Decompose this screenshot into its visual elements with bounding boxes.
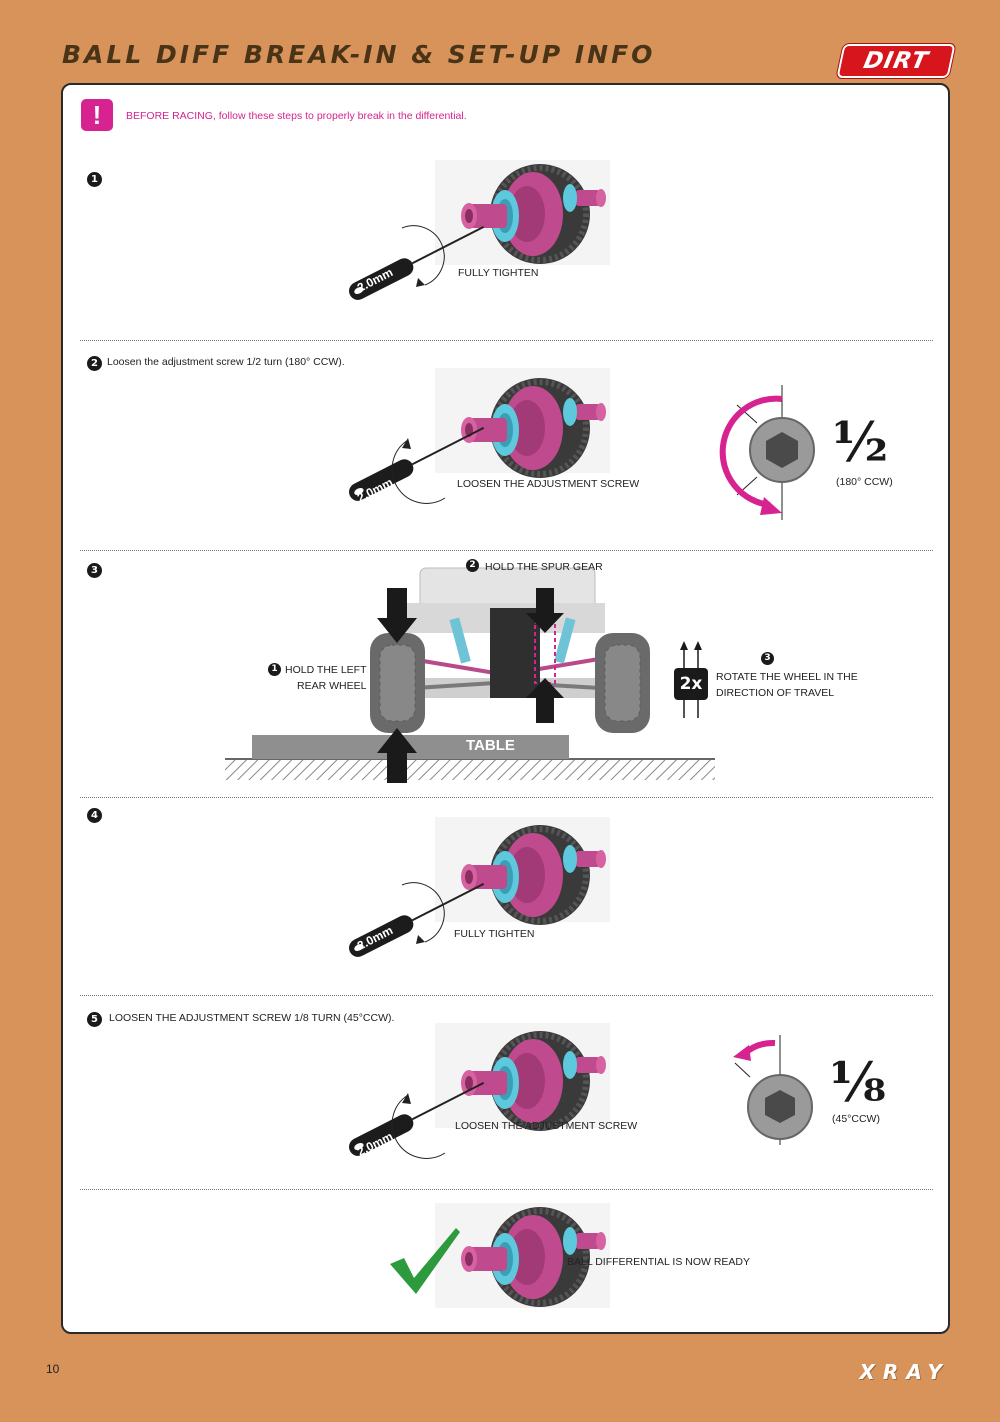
diff-tighten-illustration — [344, 160, 610, 305]
step-5-text: LOOSEN THE ADJUSTMENT SCREW 1/8 TURN (45… — [109, 1012, 395, 1024]
two-times-badge: 2x — [674, 668, 708, 700]
step-2-number: 2 — [87, 356, 102, 371]
step-1-number: 1 — [87, 172, 102, 187]
step-3-number: 3 — [87, 563, 102, 578]
hold-left-wheel-label-1: HOLD THE LEFT — [285, 664, 367, 676]
dirt-badge-text: DIRT — [861, 48, 931, 74]
page-number: 10 — [46, 1362, 60, 1376]
step-4-caption: FULLY TIGHTEN — [454, 928, 535, 940]
diff-loosen-illustration — [344, 1023, 610, 1161]
eighth-turn-note: (45°CCW) — [832, 1113, 880, 1125]
half-fraction: ½ — [832, 410, 889, 474]
hold-left-wheel-label-2: REAR WHEEL — [297, 680, 367, 692]
eighth-turn-diagram — [733, 1035, 813, 1145]
eighth-fraction: ⅛ — [830, 1050, 886, 1114]
diff-ready-illustration — [435, 1203, 610, 1308]
dirt-badge: DIRT — [836, 44, 956, 78]
half-turn-note: (180° CCW) — [836, 476, 893, 488]
exclamation-icon: ! — [81, 99, 113, 131]
divider — [80, 797, 933, 798]
diff-tighten-illustration — [344, 817, 610, 962]
divider — [80, 550, 933, 551]
diff-loosen-illustration — [344, 368, 610, 506]
divider — [80, 1189, 933, 1190]
hold-spur-gear-label: HOLD THE SPUR GEAR — [485, 561, 603, 573]
rotate-wheel-label-2: DIRECTION OF TRAVEL — [716, 687, 835, 699]
step-5-caption: LOOSEN THE ADJUSTMENT SCREW — [455, 1120, 638, 1132]
step-2-caption: LOOSEN THE ADJUSTMENT SCREW — [457, 478, 640, 490]
step-5-number: 5 — [87, 1012, 102, 1027]
step-1-caption: FULLY TIGHTEN — [458, 267, 539, 279]
rotate-wheel-label-1: ROTATE THE WHEEL IN THE — [716, 671, 858, 683]
callout-1-number: 1 — [268, 663, 281, 676]
half-turn-diagram — [719, 385, 815, 520]
final-caption: BALL DIFFERENTIAL IS NOW READY — [567, 1256, 751, 1268]
step-2-text: Loosen the adjustment screw 1/2 turn (18… — [107, 356, 345, 368]
divider — [80, 995, 933, 996]
table-label: TABLE — [466, 737, 515, 754]
warning-text: BEFORE RACING, follow these steps to pro… — [126, 110, 467, 122]
car-on-table-illustration — [225, 567, 715, 783]
callout-2-number: 2 — [466, 559, 479, 572]
xray-logo: XRAY — [859, 1360, 950, 1384]
step-4-number: 4 — [87, 808, 102, 823]
callout-3-number: 3 — [761, 652, 774, 665]
divider — [80, 340, 933, 341]
checkmark-icon — [390, 1228, 460, 1294]
page-title: BALL DIFF BREAK-IN & SET-UP INFO — [62, 40, 656, 69]
